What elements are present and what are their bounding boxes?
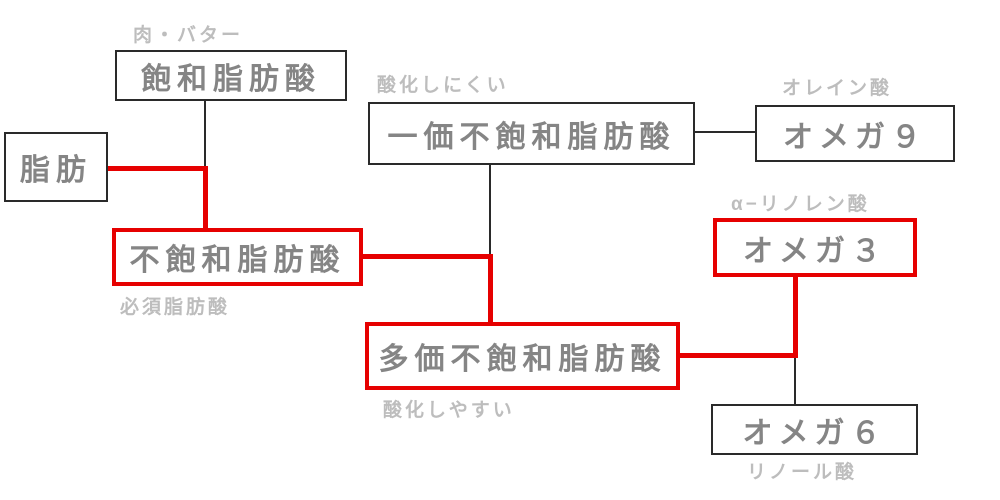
- connector-saturated-to-junction: [204, 101, 206, 168]
- node-omega6-label: オメガ６: [742, 416, 887, 450]
- node-omega9: オメガ９: [755, 105, 955, 162]
- note-omega9: オレイン酸: [782, 78, 893, 99]
- connector-fat-to-unsaturated: [203, 166, 208, 228]
- note-omega6: リノール酸: [747, 462, 858, 483]
- note-monounsaturated: 酸化しにくい: [377, 75, 509, 96]
- node-omega3-label: オメガ３: [743, 234, 887, 268]
- connector-monounsaturated-to-junction: [489, 165, 491, 256]
- node-monounsaturated: 一価不飽和脂肪酸: [368, 102, 695, 165]
- connector-monounsaturated-to-omega9: [695, 131, 755, 133]
- node-omega3: オメガ３: [713, 218, 917, 277]
- node-unsaturated-label: 不飽和脂肪酸: [129, 244, 346, 277]
- node-saturated-label: 飽和脂肪酸: [141, 62, 321, 96]
- connector-fat-horizontal: [108, 166, 208, 171]
- node-polyunsaturated-label: 多価不飽和脂肪酸: [378, 343, 667, 376]
- connector-unsaturated-horizontal: [363, 254, 493, 259]
- node-omega6: オメガ６: [711, 404, 918, 455]
- node-fat-label: 脂肪: [20, 154, 92, 187]
- note-saturated: 肉・バター: [133, 25, 244, 46]
- note-omega3: α−リノレン酸: [731, 194, 870, 215]
- node-saturated: 飽和脂肪酸: [115, 50, 347, 101]
- connector-polyunsaturated-to-omega3: [793, 277, 798, 358]
- node-omega9-label: オメガ９: [783, 120, 927, 154]
- note-unsaturated: 必須脂肪酸: [120, 297, 231, 318]
- node-monounsaturated-label: 一価不飽和脂肪酸: [387, 120, 676, 154]
- node-unsaturated: 不飽和脂肪酸: [112, 228, 363, 286]
- note-polyunsaturated: 酸化しやすい: [383, 400, 515, 421]
- node-polyunsaturated: 多価不飽和脂肪酸: [365, 322, 680, 390]
- connector-polyunsaturated-horizontal: [680, 353, 798, 358]
- connector-unsaturated-to-polyunsaturated: [488, 254, 493, 322]
- connector-junction-to-omega6: [794, 356, 796, 404]
- node-fat: 脂肪: [4, 132, 108, 202]
